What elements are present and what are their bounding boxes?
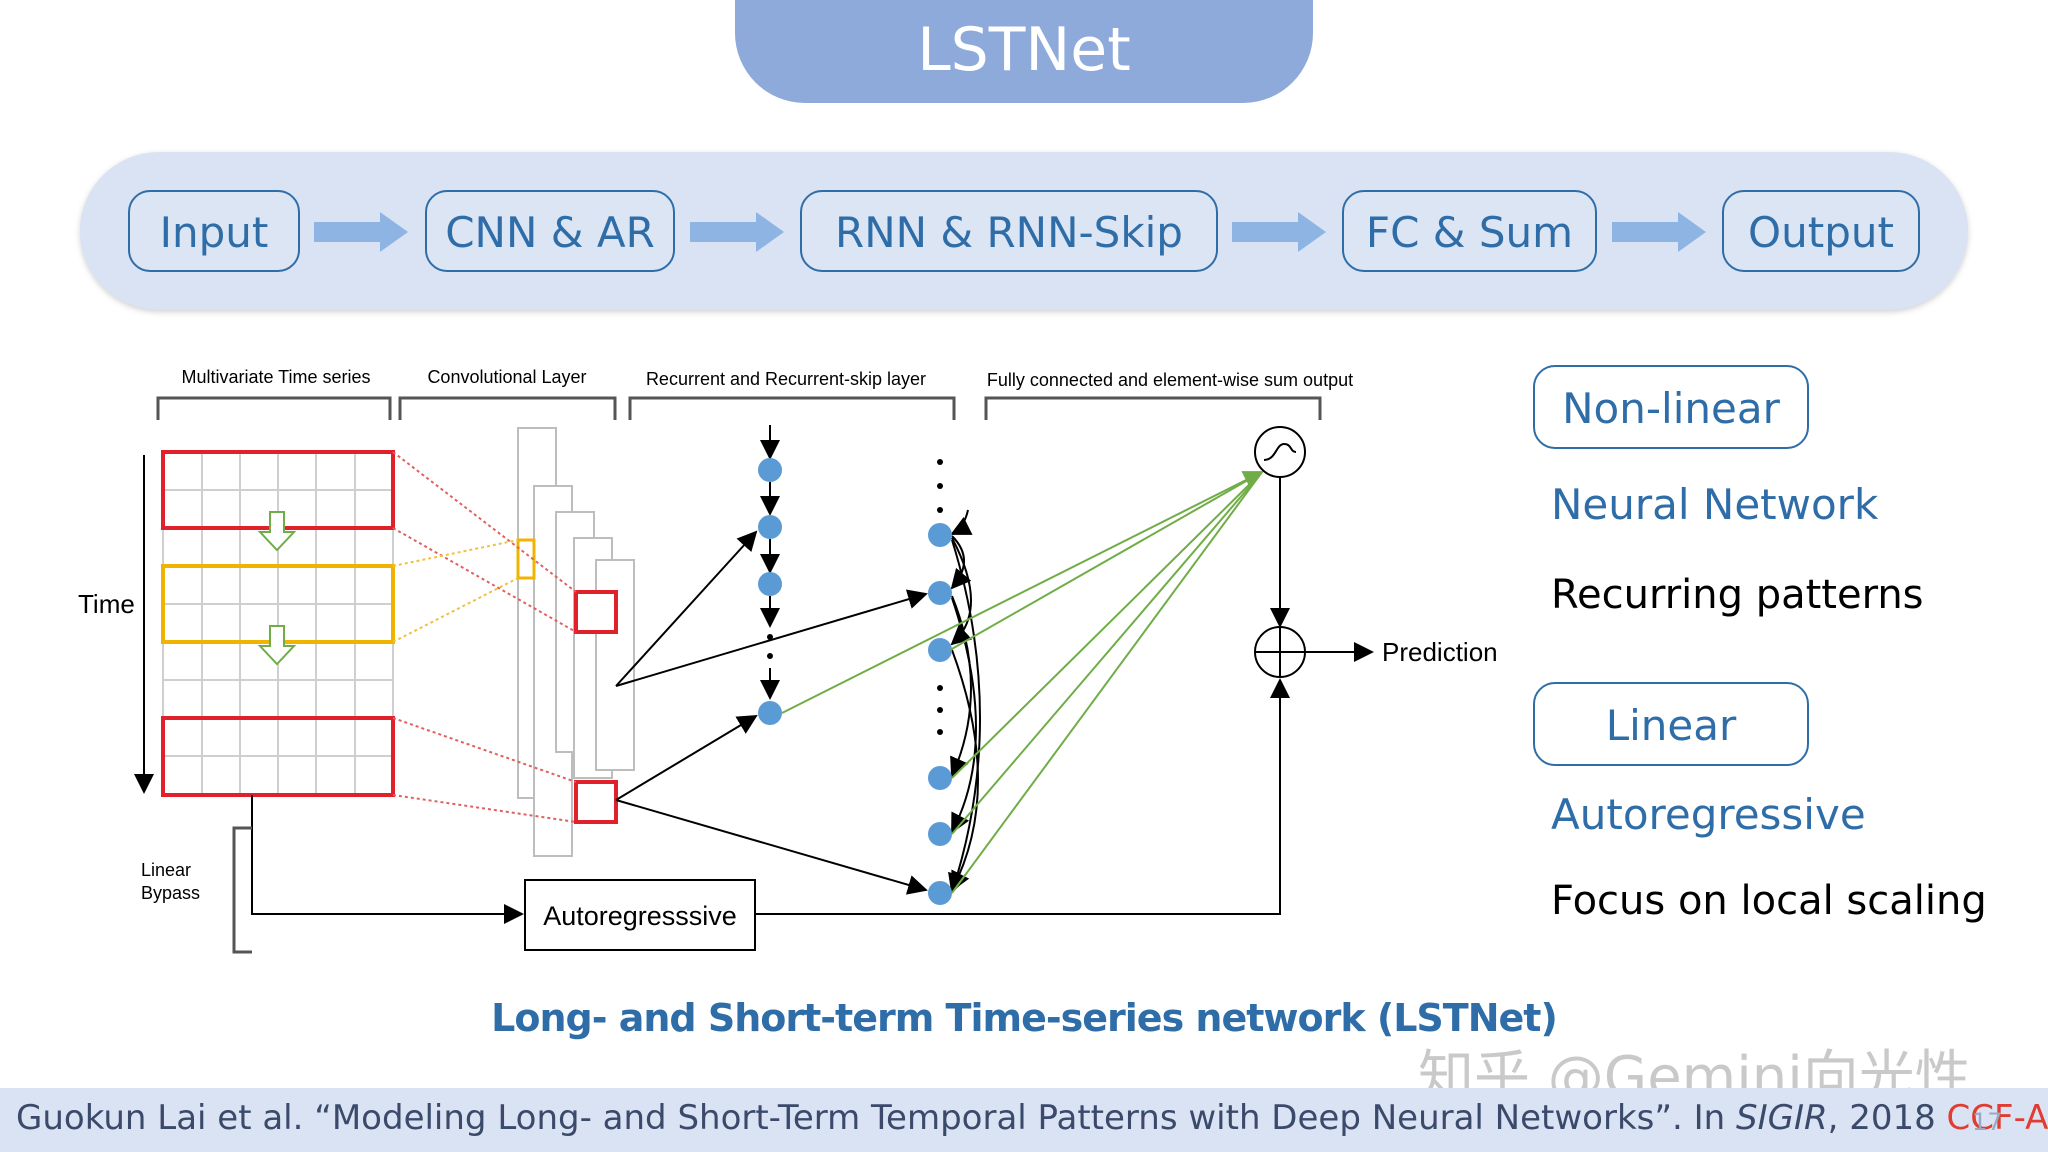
page-number: 17: [1972, 1108, 2003, 1136]
section-label-conv: Convolutional Layer: [427, 367, 586, 387]
section-label-recurrent: Recurrent and Recurrent-skip layer: [646, 369, 926, 389]
window-bottom: [161, 716, 395, 797]
citation-year: , 2018: [1827, 1098, 1947, 1138]
time-label: Time: [78, 589, 135, 619]
sigmoid-icon: [1254, 426, 1306, 478]
rnn-column: [758, 425, 782, 725]
conv-output-bottom: [574, 780, 618, 824]
flow-step-input: Input: [128, 190, 300, 272]
bypass-label-line2: Bypass: [141, 883, 200, 903]
flow-step-output: Output: [1722, 190, 1920, 272]
focus-label: Focus on local scaling: [1551, 878, 1987, 924]
flow-arrow-icon: [314, 212, 408, 252]
rnn-skip-column: [928, 459, 981, 905]
autoregressive-label: Autoregressive: [1551, 790, 1866, 839]
citation: Guokun Lai et al. “Modeling Long- and Sh…: [16, 1098, 2048, 1138]
bracket: [398, 396, 617, 420]
conv-map-lines: [392, 451, 577, 823]
neural-network-label: Neural Network: [1551, 480, 1879, 529]
bracket: [984, 396, 1322, 420]
recurring-patterns-label: Recurring patterns: [1551, 572, 1924, 618]
flow-arrow-icon: [1232, 212, 1326, 252]
footer-bar: [0, 1088, 2048, 1152]
flow-arrow-icon: [1612, 212, 1706, 252]
flow-step-cnn-ar: CNN & AR: [425, 190, 675, 272]
bypass-bracket: [232, 826, 252, 954]
conv-highlight-yellow: [516, 538, 536, 580]
prediction-label: Prediction: [1382, 637, 1498, 667]
bypass-arrow: [251, 795, 524, 924]
slide-title: LSTNet: [735, 0, 1313, 103]
citation-venue: SIGIR: [1735, 1098, 1828, 1138]
flow-step-rnn: RNN & RNN-Skip: [800, 190, 1218, 272]
figure-caption: Long- and Short-term Time-series network…: [491, 996, 1558, 1040]
bypass-label-line1: Linear: [141, 860, 191, 880]
nonlinear-box: Non-linear: [1533, 365, 1809, 449]
ar-to-sum-line: [755, 678, 1290, 915]
bracket: [628, 396, 956, 420]
bracket: [156, 396, 392, 420]
down-arrow-icon: [257, 511, 297, 552]
fc-connections: [781, 471, 1264, 894]
section-label-output: Fully connected and element-wise sum out…: [987, 370, 1353, 390]
ar-box: [524, 879, 756, 951]
ccf-badge: CCF-A: [1946, 1098, 2048, 1138]
conv-to-rnn-arrows: [615, 530, 928, 895]
flow-step-fc-sum: FC & Sum: [1342, 190, 1597, 272]
linear-box: Linear: [1533, 682, 1809, 766]
section-label-input: Multivariate Time series: [181, 367, 370, 387]
flow-arrow-icon: [690, 212, 784, 252]
conv-output-top: [574, 590, 618, 634]
time-series-grid: [162, 451, 394, 796]
down-arrow-icon: [257, 625, 297, 666]
lstnet-architecture-diagram: Multivariate Time series Convolutional L…: [78, 367, 1498, 954]
citation-text: Guokun Lai et al. “Modeling Long- and Sh…: [16, 1098, 1736, 1138]
ar-box-label: Autoregresssive: [543, 901, 737, 931]
